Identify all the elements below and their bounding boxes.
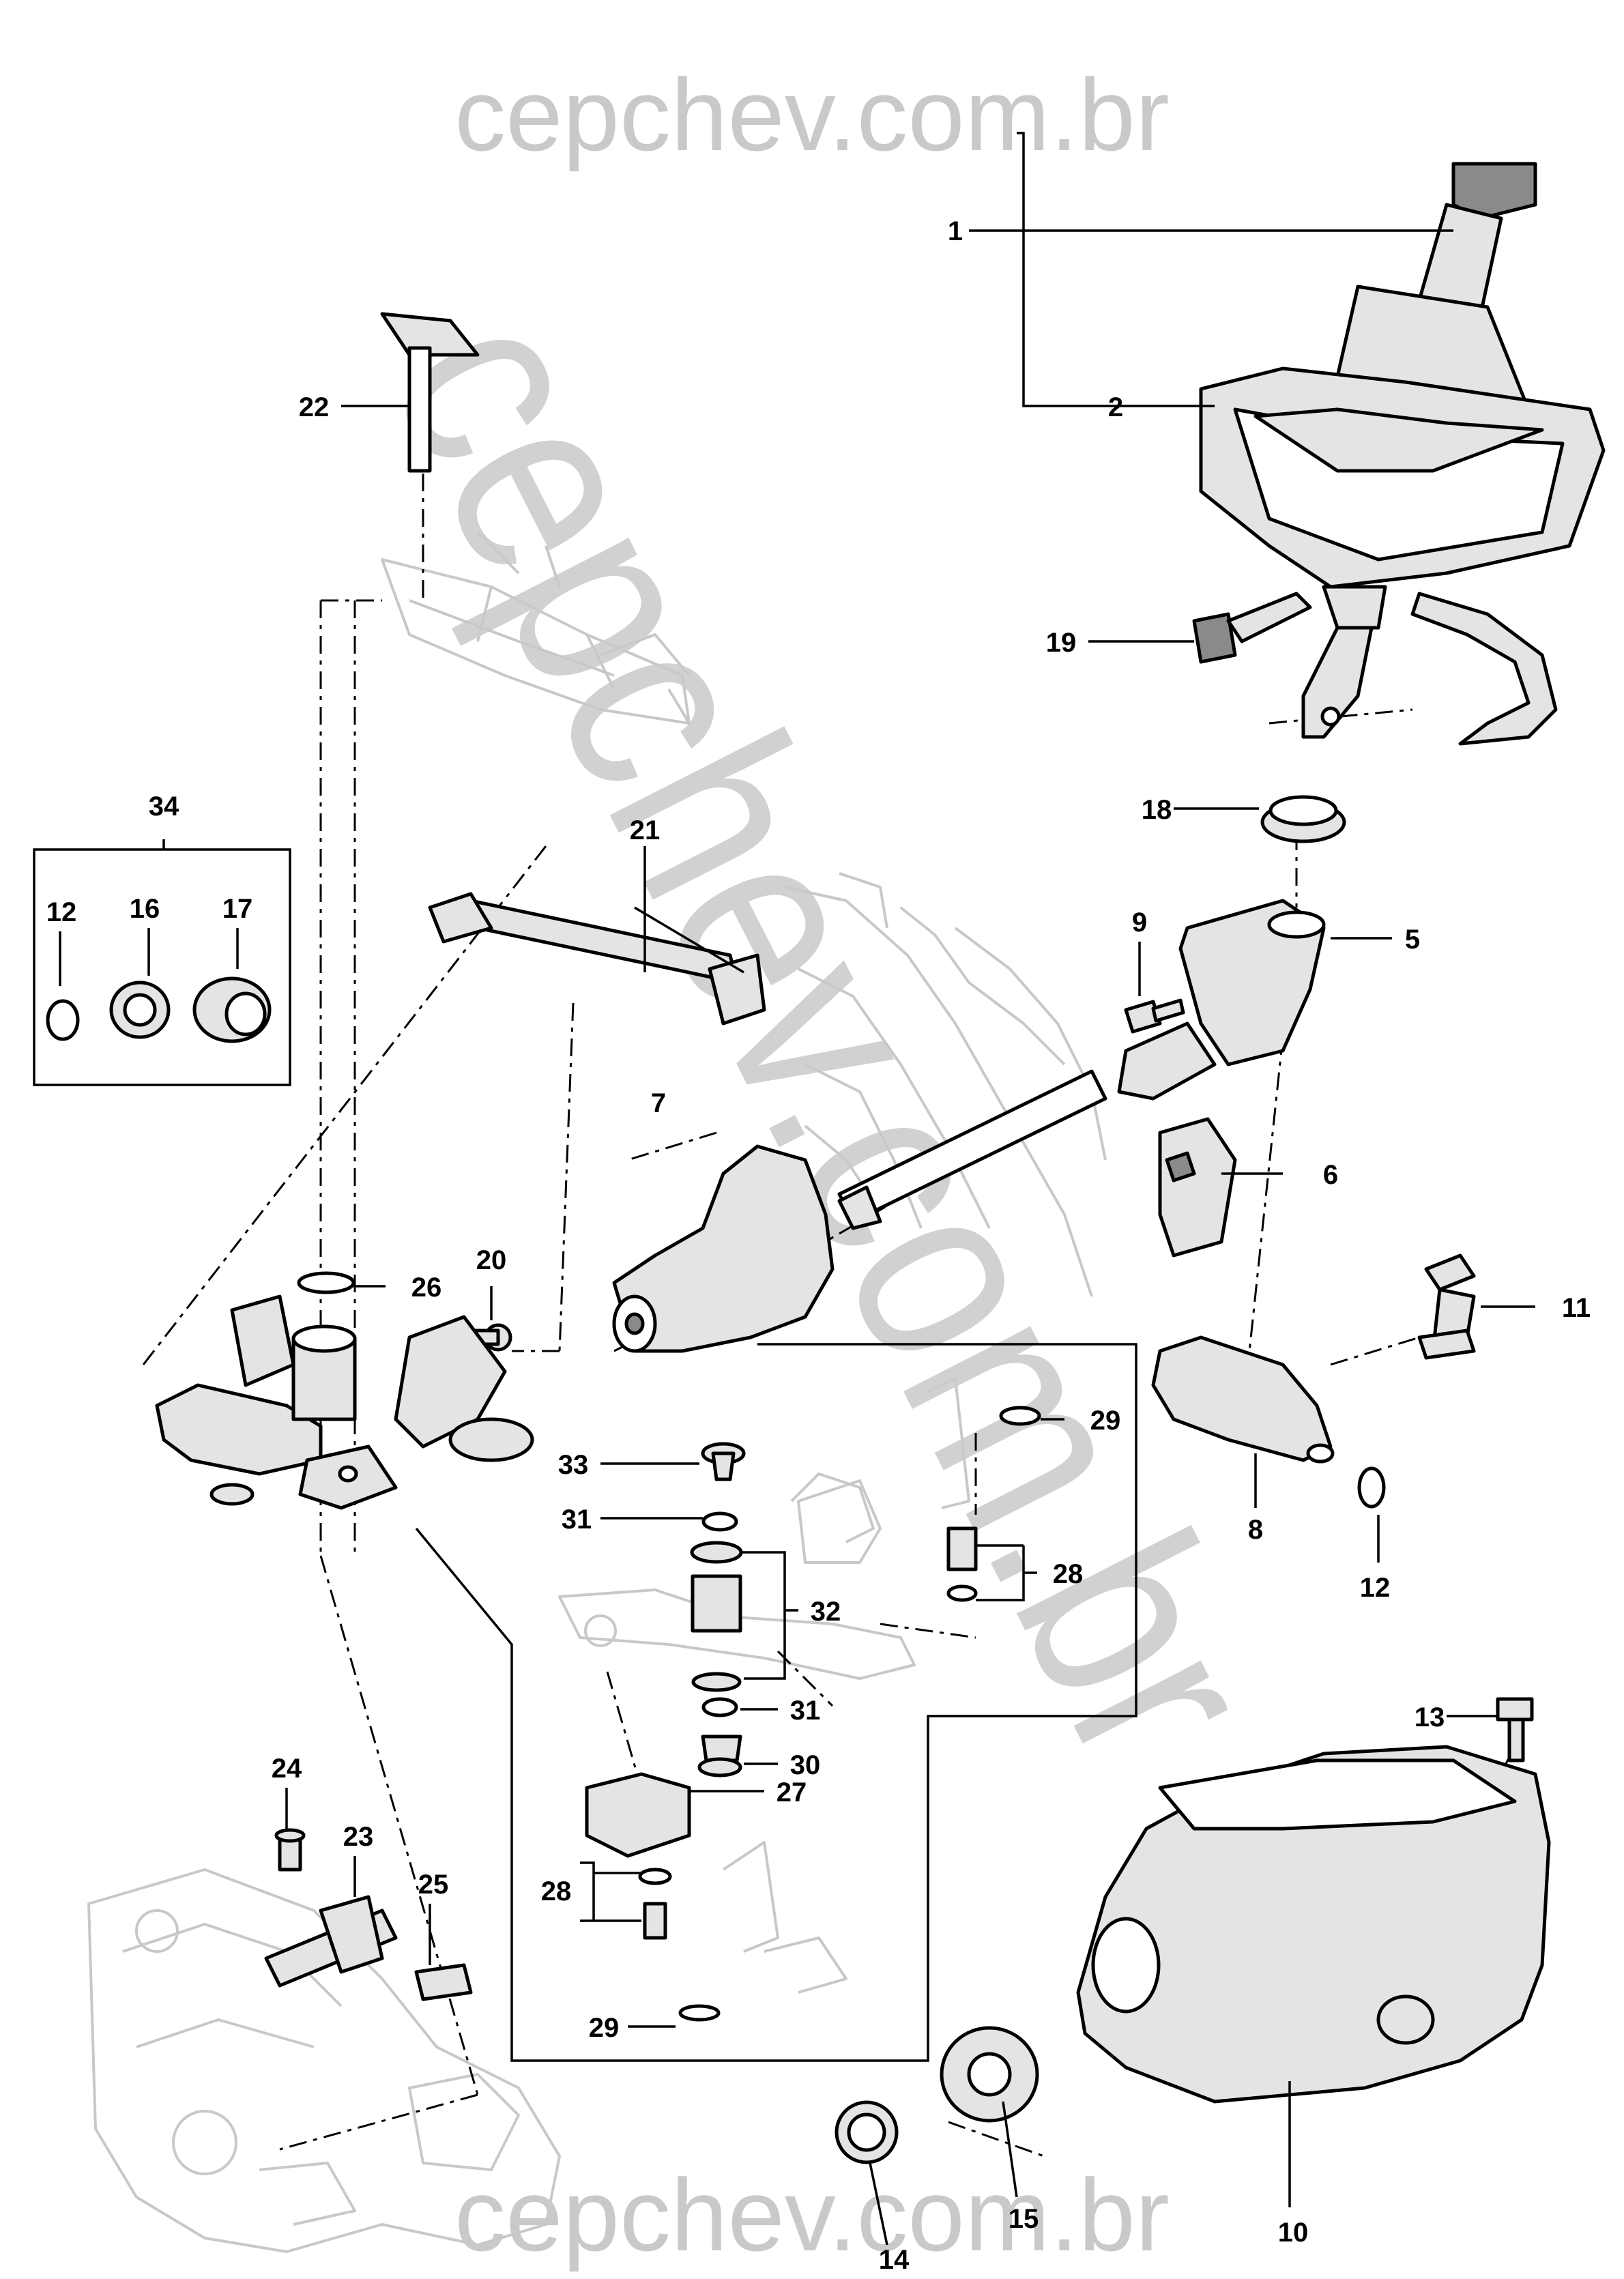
shift-selector-assembly	[155, 1294, 534, 1510]
o-ring-right	[1357, 1466, 1386, 1509]
callout-33: 33	[558, 1450, 589, 1480]
bushing-17	[192, 976, 272, 1043]
pivot-bolt-33	[701, 1442, 746, 1481]
rivet-24	[274, 1828, 306, 1872]
callout-12-kit: 12	[46, 897, 77, 927]
screw-25	[414, 1963, 473, 2001]
callout-34: 34	[149, 792, 179, 822]
shift-housing	[1076, 1745, 1551, 2104]
detail-box	[415, 1343, 1137, 2062]
lever-lower-shaft	[1301, 585, 1387, 739]
callout-5: 5	[1405, 925, 1420, 955]
callout-7: 7	[651, 1088, 666, 1118]
housing-bolt	[1496, 1697, 1534, 1762]
callout-2: 2	[1108, 392, 1123, 422]
sleeve-14	[835, 2100, 899, 2164]
ring-bushing	[1260, 795, 1346, 843]
pivot-pin-30	[697, 1734, 742, 1777]
callout-21: 21	[630, 815, 661, 845]
callout-12-right: 12	[1360, 1573, 1391, 1603]
callout-24: 24	[272, 1754, 302, 1784]
callout-29-lower: 29	[589, 2013, 620, 2043]
callout-15: 15	[1009, 2204, 1039, 2234]
callout-26: 26	[411, 1273, 442, 1303]
callout-19: 19	[1046, 628, 1077, 658]
background-vehicle-frame	[381, 531, 691, 725]
shift-coupling	[1151, 1335, 1335, 1464]
shift-rod	[837, 1069, 1107, 1230]
bushing-32	[690, 1541, 743, 1692]
callout-labels: 1 2 19 18 5 9 6 11 8 12 13 10 15 14 22 2…	[46, 216, 1591, 2275]
clip-28-lower	[638, 1868, 672, 1940]
adapter-15	[940, 2026, 1039, 2123]
callout-11: 11	[1562, 1293, 1591, 1323]
callout-17: 17	[222, 894, 253, 924]
callout-28-lower: 28	[541, 1876, 572, 1906]
callout-16: 16	[130, 894, 160, 924]
shift-bellows	[612, 1144, 835, 1353]
washer-26	[297, 1271, 356, 1294]
callout-1: 1	[948, 216, 963, 246]
callout-8: 8	[1248, 1515, 1263, 1545]
callout-28-upper: 28	[1053, 1559, 1084, 1589]
spring-clip	[1417, 1253, 1476, 1360]
clip-28-upper	[946, 1526, 978, 1602]
shift-sleeve	[1117, 899, 1326, 1101]
bolt	[1124, 998, 1185, 1034]
circlip-29-lower	[678, 2004, 721, 2022]
shift-lever-boot	[1199, 162, 1606, 589]
callout-13: 13	[1415, 1702, 1445, 1732]
background-linkage-detail	[558, 1377, 970, 1994]
callout-20: 20	[476, 1245, 507, 1275]
callout-32: 32	[811, 1597, 841, 1627]
callout-25: 25	[418, 1870, 449, 1900]
circlip-29-upper	[999, 1406, 1041, 1426]
callout-22: 22	[299, 392, 330, 422]
callout-10: 10	[1278, 2218, 1309, 2248]
washer-31-bottom	[701, 1697, 738, 1717]
locating-pin	[380, 312, 480, 473]
callout-31-lower: 31	[790, 1696, 821, 1726]
callout-30: 30	[790, 1750, 821, 1780]
tie-strap	[1192, 592, 1558, 746]
callout-9: 9	[1132, 908, 1147, 938]
lower-linkage	[264, 1895, 398, 1988]
callout-23: 23	[343, 1822, 374, 1852]
callout-27: 27	[777, 1777, 807, 1808]
rubber-block-27	[585, 1772, 691, 1858]
rubber-mount	[1158, 1117, 1237, 1258]
callout-18: 18	[1142, 795, 1172, 825]
watermark-bottom: cepchev.com.br	[454, 2158, 1170, 2272]
callout-29-upper: 29	[1090, 1406, 1121, 1436]
callout-14: 14	[879, 2245, 910, 2275]
callout-6: 6	[1323, 1160, 1338, 1190]
bushing-16	[109, 981, 171, 1039]
watermark-top: cepchev.com.br	[454, 57, 1170, 172]
kit-box-34	[33, 848, 291, 1086]
washer-31-top	[701, 1511, 738, 1532]
callout-31-upper: 31	[562, 1505, 592, 1535]
callout-leaders	[59, 132, 1535, 2246]
o-ring-kit	[46, 999, 80, 1041]
